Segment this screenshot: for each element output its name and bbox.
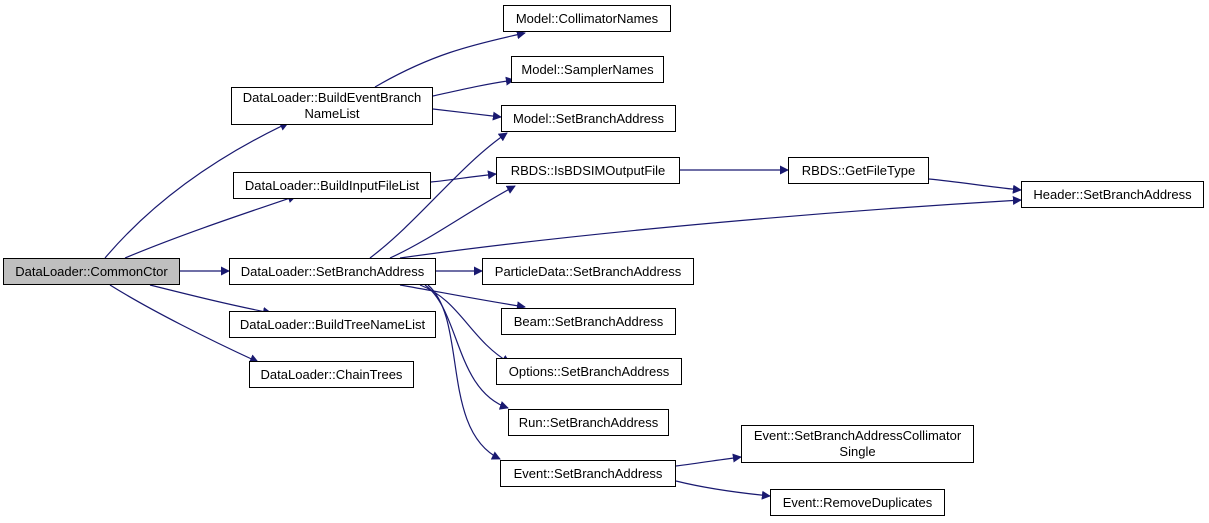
node-header-setbranchaddress[interactable]: Header::SetBranchAddress	[1021, 181, 1204, 208]
node-model-samplernames[interactable]: Model::SamplerNames	[511, 56, 664, 83]
node-rbds-getfiletype[interactable]: RBDS::GetFileType	[788, 157, 929, 184]
edge-event-collimatorsingle	[675, 453, 742, 467]
edge-commonctor-buildinputfilelist	[124, 194, 297, 259]
node-label: Single	[839, 444, 876, 459]
node-label: Run::SetBranchAddress	[518, 414, 659, 430]
node-dataloader-commonctor: DataLoader::CommonCtor	[3, 258, 180, 285]
edge-commonctor-chaintrees	[109, 284, 259, 363]
node-label: ParticleData::SetBranchAddress	[494, 263, 682, 279]
edge-setbranchaddress-beam	[399, 284, 526, 311]
node-rbds-isbdsimoutputfile[interactable]: RBDS::IsBDSIMOutputFile	[496, 157, 680, 184]
node-particledata-setbranchaddress[interactable]: ParticleData::SetBranchAddress	[482, 258, 694, 285]
node-beam-setbranchaddress[interactable]: Beam::SetBranchAddress	[501, 308, 676, 335]
node-label: DataLoader::CommonCtor	[15, 263, 168, 279]
node-model-setbranchaddress[interactable]: Model::SetBranchAddress	[501, 105, 676, 132]
node-dataloader-buildeventbranchnamelist[interactable]: DataLoader::BuildEventBranch NameList	[231, 87, 433, 125]
edge-buildeventbranch-modelsetbranchaddress	[432, 108, 502, 121]
node-options-setbranchaddress[interactable]: Options::SetBranchAddress	[496, 358, 682, 385]
edge-buildeventbranch-collimatornames	[374, 30, 526, 88]
node-label: Beam::SetBranchAddress	[513, 313, 664, 329]
node-label: Event::RemoveDuplicates	[782, 494, 933, 510]
edge-setbranchaddress-event	[427, 284, 501, 460]
node-run-setbranchaddress[interactable]: Run::SetBranchAddress	[508, 409, 669, 436]
node-label: Header::SetBranchAddress	[1033, 186, 1192, 202]
edge-setbranchaddress-run	[424, 284, 509, 410]
edge-setbranchaddress-header	[399, 195, 1022, 259]
node-label: DataLoader::SetBranchAddress	[240, 263, 425, 279]
node-label: Model::SetBranchAddress	[512, 110, 665, 126]
edge-getfiletype-header	[928, 178, 1022, 194]
edge-commonctor-buildeventbranch	[104, 122, 289, 259]
node-label: Model::CollimatorNames	[515, 10, 659, 26]
edge-buildeventbranch-samplernames	[432, 76, 515, 97]
node-label: Event::SetBranchAddress	[513, 465, 663, 481]
node-dataloader-buildinputfilelist[interactable]: DataLoader::BuildInputFileList	[233, 172, 431, 199]
node-label: DataLoader::BuildInputFileList	[244, 177, 420, 193]
edge-buildinputfilelist-isbdsim	[430, 170, 497, 183]
node-dataloader-chaintrees[interactable]: DataLoader::ChainTrees	[249, 361, 414, 388]
node-label: DataLoader::BuildEventBranch	[242, 90, 422, 105]
edge-commonctor-buildtreenamelist	[149, 284, 272, 316]
node-label: DataLoader::ChainTrees	[260, 366, 403, 382]
edge-setbranchaddress-isbdsim	[389, 185, 516, 259]
node-label: RBDS::GetFileType	[801, 162, 916, 178]
node-label: Model::SamplerNames	[521, 61, 654, 77]
node-event-setbranchaddresscollimatorsingle[interactable]: Event::SetBranchAddressCollimator Single	[741, 425, 974, 463]
node-event-removeduplicates[interactable]: Event::RemoveDuplicates	[770, 489, 945, 516]
node-label: RBDS::IsBDSIMOutputFile	[510, 162, 666, 178]
edge-setbranchaddress-modelsetbranchaddress	[369, 132, 508, 259]
node-dataloader-buildtreenamelist[interactable]: DataLoader::BuildTreeNameList	[229, 311, 436, 338]
node-label: Options::SetBranchAddress	[508, 363, 670, 379]
node-event-setbranchaddress[interactable]: Event::SetBranchAddress	[500, 460, 676, 487]
edge-event-removeduplicates	[675, 480, 771, 500]
node-label: Event::SetBranchAddressCollimator	[753, 428, 962, 443]
node-dataloader-setbranchaddress[interactable]: DataLoader::SetBranchAddress	[229, 258, 436, 285]
node-model-collimatornames[interactable]: Model::CollimatorNames	[503, 5, 671, 32]
node-label: DataLoader::BuildTreeNameList	[239, 316, 426, 332]
node-label: NameList	[304, 106, 360, 121]
